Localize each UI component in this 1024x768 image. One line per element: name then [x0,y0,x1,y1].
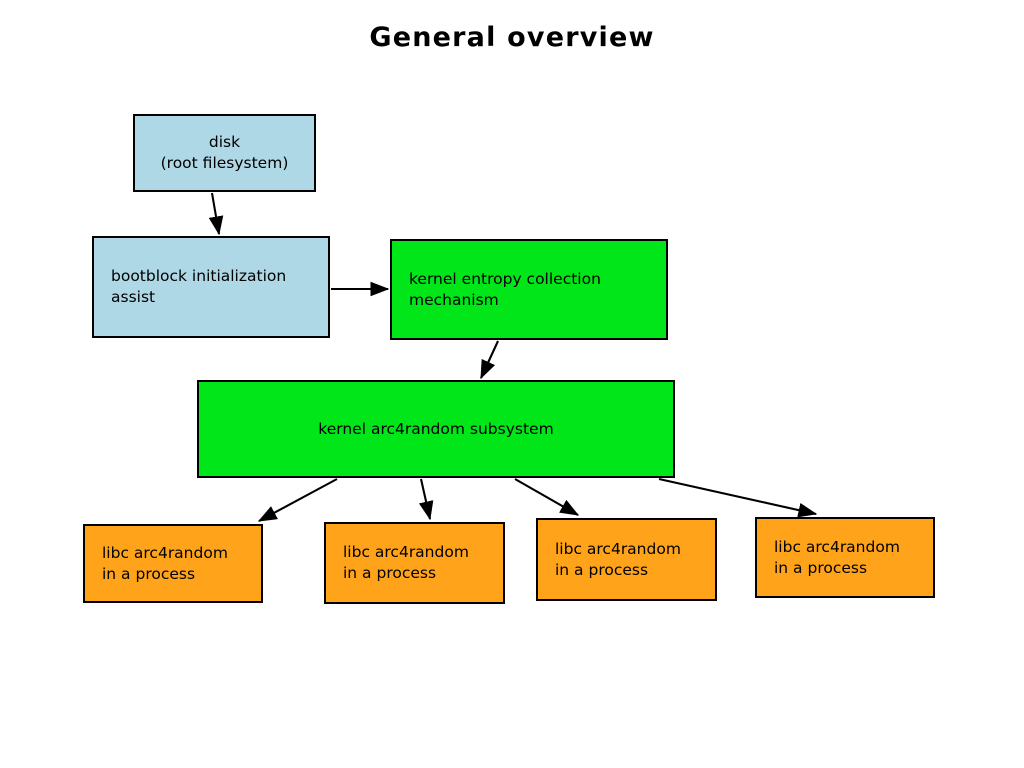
node-label-libc-process-4: libc arc4random in a process [774,537,900,577]
node-label-libc-process-1: libc arc4random in a process [102,543,228,583]
edge-entropy-to-arc4random [480,340,499,380]
node-label-kernel-arc4random: kernel arc4random subsystem [318,419,554,438]
page-title: General overview [369,22,655,53]
edge-arc4random-to-process-1 [257,478,338,522]
node-bootblock[interactable]: bootblock initialization assist [92,236,330,338]
edge-arc4random-to-process-2 [418,478,434,521]
node-label-disk: disk (root filesystem) [160,133,289,172]
edge-arc4random-to-process-3 [514,478,580,516]
node-libc-process-3[interactable]: libc arc4random in a process [536,518,717,601]
node-label-bootblock: bootblock initialization assist [111,267,287,306]
node-label-kernel-entropy: kernel entropy collection mechanism [409,269,601,309]
node-label-libc-process-2: libc arc4random in a process [343,543,469,582]
node-disk[interactable]: disk (root filesystem) [133,114,316,192]
edge-arc4random-to-process-4 [658,477,818,518]
node-kernel-arc4random[interactable]: kernel arc4random subsystem [197,380,675,478]
edge-disk-to-bootblock [208,192,224,236]
node-kernel-entropy[interactable]: kernel entropy collection mechanism [390,239,668,340]
node-libc-process-1[interactable]: libc arc4random in a process [83,524,263,603]
node-libc-process-4[interactable]: libc arc4random in a process [755,517,935,598]
node-libc-process-2[interactable]: libc arc4random in a process [324,522,505,604]
node-label-libc-process-3: libc arc4random in a process [555,539,681,579]
